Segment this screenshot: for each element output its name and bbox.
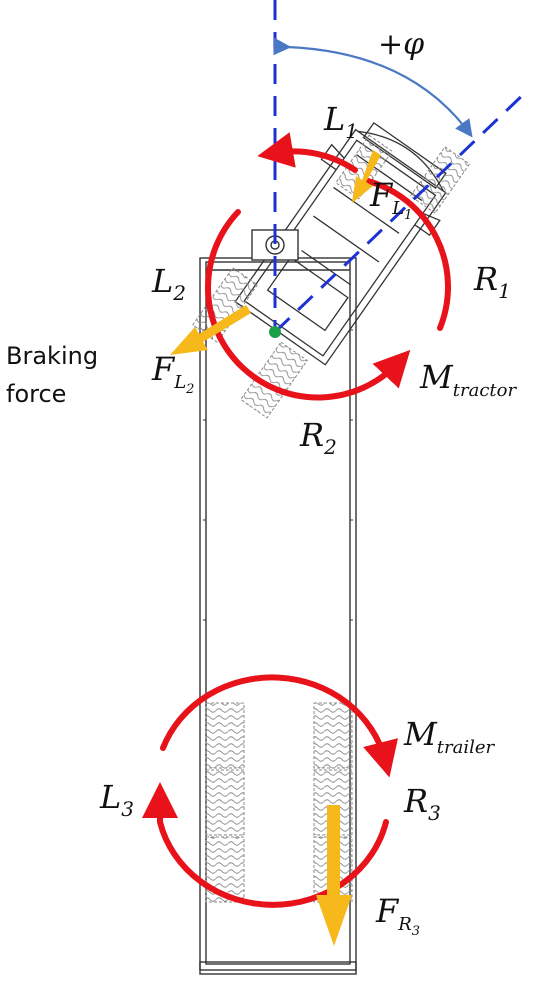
- tire-R2: [240, 341, 308, 419]
- label-braking-force-line2: force: [6, 380, 66, 408]
- trailer-moment-arrow: [142, 674, 398, 908]
- force-arrow-FR3: [316, 805, 352, 946]
- label-L3: L3: [99, 778, 134, 821]
- label-FL1: FL1: [369, 176, 412, 223]
- tractor-moment-arrow: [205, 132, 451, 401]
- tractor-tires: [191, 134, 471, 419]
- trailer-tire-right-1: [313, 702, 353, 769]
- tire-R1: [409, 146, 471, 214]
- label-M-tractor: Mtractor: [419, 358, 517, 401]
- tire-L2: [191, 267, 259, 343]
- label-R3: R3: [403, 782, 441, 825]
- tire-L1: [335, 134, 393, 200]
- label-L1: L1: [323, 100, 358, 143]
- label-L2: L2: [151, 262, 186, 305]
- label-braking-force-line1: Braking: [6, 342, 98, 370]
- angle-label: +φ: [378, 27, 424, 62]
- label-M-trailer: Mtrailer: [403, 715, 496, 758]
- force-arrows: [170, 150, 381, 946]
- trailer-tire-left-2: [205, 769, 245, 836]
- label-FL2: FL2: [151, 350, 194, 397]
- angle-arc: [273, 37, 473, 138]
- force-arrow-FL1: [352, 150, 381, 203]
- force-arrow-FL2: [170, 305, 251, 355]
- trailer-tire-left-1: [205, 702, 245, 769]
- label-FR3: FR3: [375, 892, 420, 939]
- label-R1: R1: [473, 260, 511, 303]
- label-R2: R2: [299, 416, 337, 459]
- pivot-point: [269, 326, 281, 338]
- tractor-heading-axis: [273, 88, 530, 334]
- trailer-tires: [205, 702, 353, 903]
